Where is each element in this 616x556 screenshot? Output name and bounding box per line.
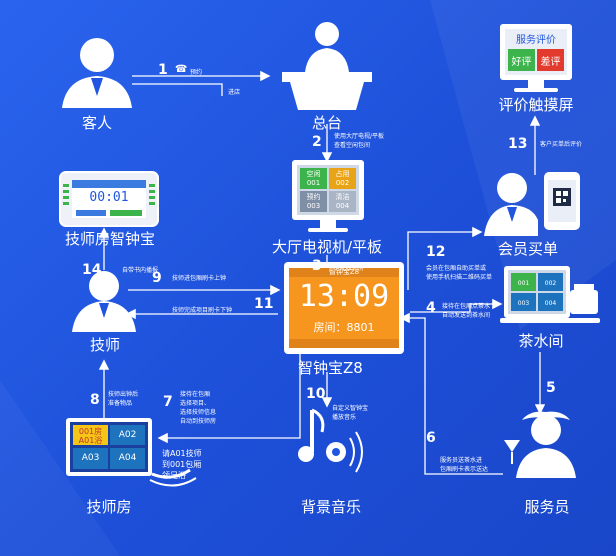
arrow-6 (399, 312, 503, 475)
technician-icon (72, 271, 136, 332)
z8-room: 房间：8801 (313, 321, 375, 334)
step-10: 10 (306, 386, 326, 402)
bg-shape (0, 380, 120, 556)
tea-room-label: 茶水间 (518, 332, 564, 350)
step-1: 1 (158, 62, 168, 78)
hall-tv-icon (292, 160, 364, 232)
customer-icon (62, 38, 132, 108)
member-checkout-icon (484, 172, 580, 236)
member-checkout-label: 会员买单 (497, 240, 558, 258)
arrow-1-branch (132, 83, 223, 96)
note-14: 自带书内播报 (122, 267, 159, 274)
arrow-12 (407, 226, 483, 290)
tv-tile-3: 预约 003 (306, 193, 321, 210)
note-4: 接待在包厢点茶水 自动发送到茶水间 (442, 303, 491, 319)
tech-clock-device-icon (59, 171, 159, 227)
z8-time: 13:09 (298, 279, 390, 314)
tech-room-tile-1: 001房 A01浴 (78, 427, 103, 445)
tech-room-device-icon (66, 418, 197, 487)
phone-icon: ☎ (175, 64, 187, 75)
step-7: 7 (163, 394, 173, 410)
note-10: 自定义智钟宝 播放音乐 (332, 405, 369, 421)
tea-tile-1: 001 (517, 280, 530, 287)
note-7: 接待在包厢 选择项目、 选择技师信息 自动到技师房 (180, 391, 217, 425)
tech-room-clock-label: 技师房智钟宝 (64, 230, 155, 248)
step-14: 14 (82, 262, 102, 278)
waiter-label: 服务员 (524, 498, 570, 516)
tech-clock-time: 00:01 (89, 190, 129, 205)
step-9: 9 (152, 270, 162, 286)
step-13: 13 (508, 136, 528, 152)
step-6: 6 (426, 430, 436, 446)
tech-room-tile-3: A03 (81, 453, 100, 463)
tea-tile-4: 004 (544, 300, 557, 307)
rating-screen-icon (500, 24, 572, 92)
note-9: 技师进包厢刷卡上钟 (172, 275, 227, 282)
step-4: 4 (426, 300, 436, 316)
rating-bad-button[interactable]: 差评 (540, 57, 561, 68)
note-2: 使用大厅电视/平板 查看空闲包间 (334, 133, 385, 149)
rating-screen-label: 评价触摸屏 (498, 96, 574, 114)
note-walk-in: 进店 (228, 89, 241, 96)
tea-tile-2: 002 (544, 280, 557, 287)
clock-z8-device-icon (284, 262, 404, 354)
arrow-7 (157, 354, 301, 444)
note-11: 技师完成项目刷卡下钟 (172, 307, 233, 314)
tv-tile-1: 空闲 001 (306, 170, 321, 187)
note-13: 客户买单后评价 (540, 141, 583, 148)
step-5: 5 (546, 380, 556, 396)
front-desk-label: 总台 (311, 114, 342, 132)
tea-room-device-icon (500, 266, 600, 323)
rating-title: 服务评价 (516, 35, 556, 46)
step-3: 3 (312, 258, 322, 274)
step-11: 11 (254, 296, 274, 312)
music-icon (298, 408, 363, 473)
bg-music-label: 背景音乐 (300, 498, 361, 516)
tech-room-tile-4: A04 (118, 453, 137, 463)
z8-brand: 智钟宝Z8 (328, 268, 360, 276)
hall-tv-label: 大厅电视机/平板 (271, 238, 383, 256)
tea-tile-3: 003 (517, 300, 530, 307)
step-2: 2 (312, 134, 322, 150)
bg-shape (430, 0, 616, 330)
note-6: 服务员送茶水进 包厢刷卡表示送达 (440, 457, 489, 473)
step-8: 8 (90, 392, 100, 408)
note-reserve: 预约 (190, 69, 203, 76)
tv-tile-4: 清洁 004 (335, 193, 350, 210)
clock-z8-label: 智钟宝Z8 (298, 359, 363, 377)
waiter-icon (504, 411, 576, 478)
tv-tile-2: 占用 002 (335, 170, 350, 187)
tech-room-tile-2: A02 (118, 430, 137, 440)
step-12: 12 (426, 244, 446, 260)
tech-room-label: 技师房 (86, 498, 132, 516)
arrow-4 (410, 298, 503, 313)
note-12: 会员在包厢自助买单或 使用手机扫描二维码买单 (426, 265, 493, 281)
voice-broadcast-text: 请A01技师 到001包厢 领足浴 (162, 449, 202, 480)
customer-label: 客人 (81, 114, 112, 132)
note-8: 技师出钟后 准备物品 (108, 391, 139, 407)
technician-label: 技师 (89, 336, 120, 354)
front-desk-icon (282, 22, 372, 110)
note-3: 分配技师房 (334, 265, 365, 272)
rating-good-button[interactable]: 好评 (511, 57, 532, 68)
